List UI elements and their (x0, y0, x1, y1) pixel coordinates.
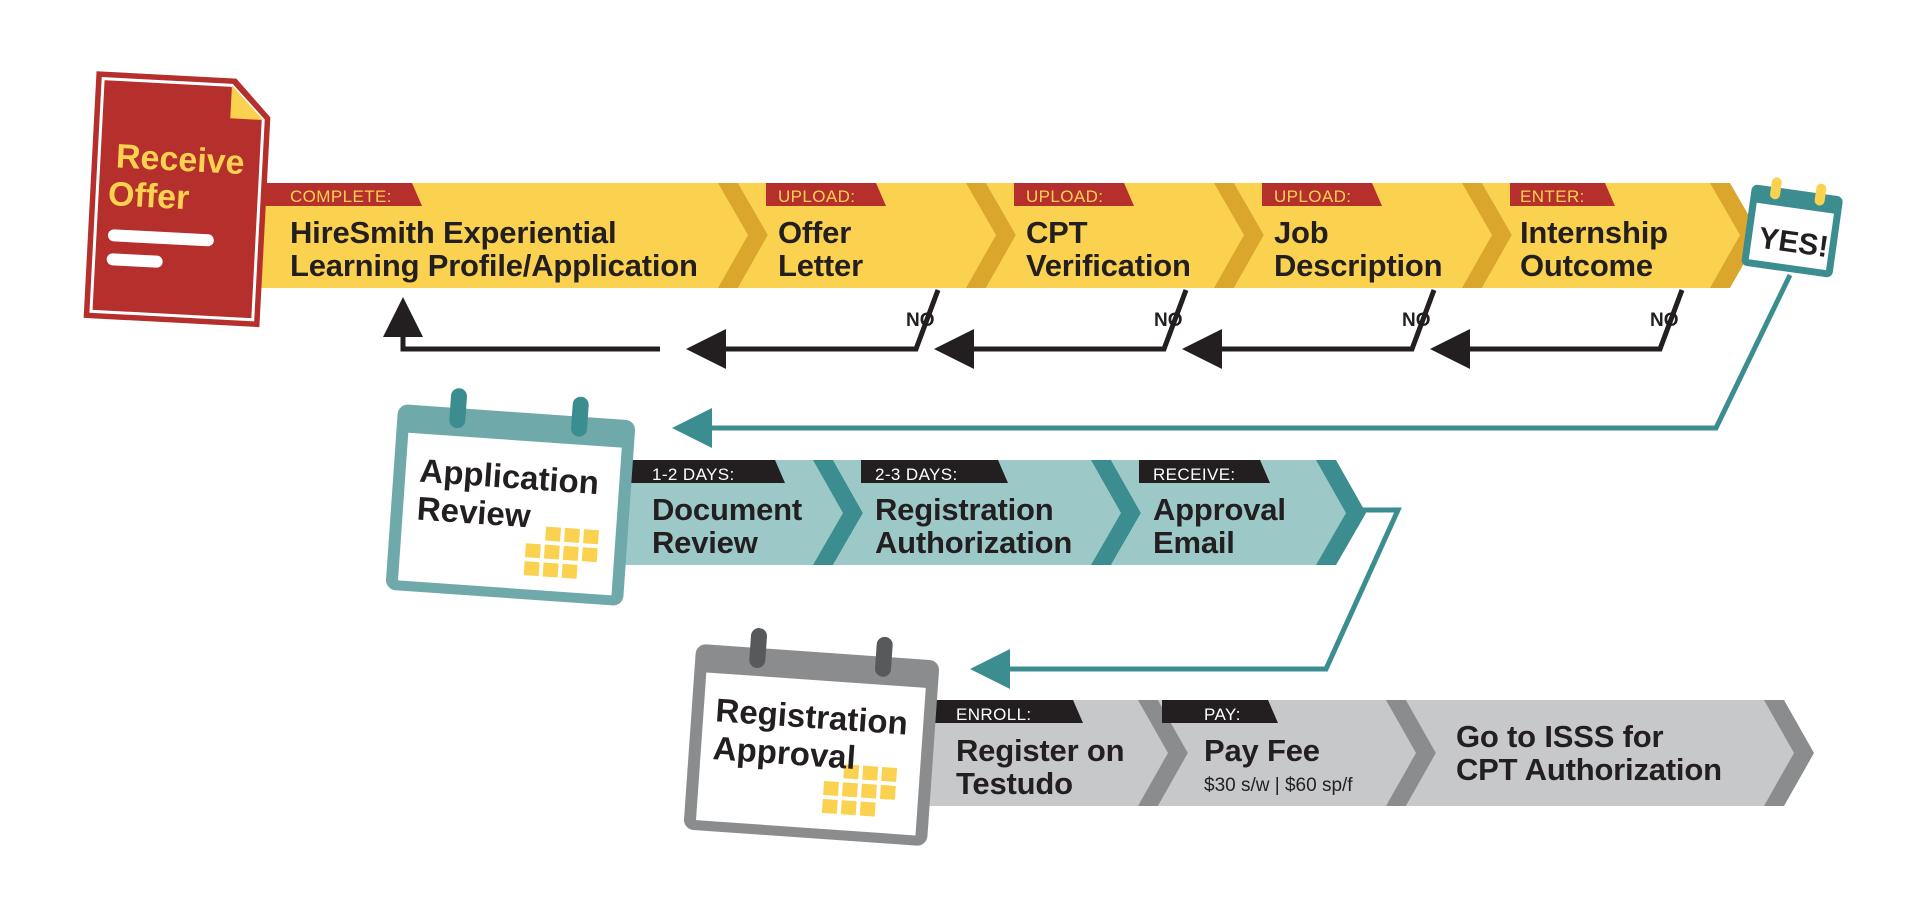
step-title-line1: Job (1274, 215, 1329, 250)
row1-band: COMPLETE: HireSmith Experiential Learnin… (255, 183, 1760, 288)
step-registration-authorization: 2-3 DAYS: Registration Authorization (833, 460, 1141, 565)
step-label: PAY: (1204, 705, 1241, 724)
step-label: COMPLETE: (290, 187, 392, 206)
step-title-line2: Learning Profile/Application (290, 248, 698, 283)
no-path-job (1182, 289, 1437, 369)
step-title-line1: Internship (1520, 215, 1668, 250)
step-title-line2: Email (1153, 525, 1235, 560)
step-internship-outcome: ENTER: Internship Outcome (1482, 183, 1760, 288)
receive-offer-document-icon: Receive Offer (83, 71, 271, 328)
step-title-line2: Testudo (956, 766, 1073, 801)
application-review-title-line2: Review (416, 490, 532, 535)
step-document-review: 1-2 DAYS: Document Review (600, 460, 863, 565)
step-title-line1: Document (652, 492, 802, 527)
no-label: NO (1650, 310, 1679, 331)
step-hiresmith: COMPLETE: HireSmith Experiential Learnin… (255, 183, 768, 288)
no-feedback-arrows (383, 289, 1685, 369)
calendar-grid-icon (523, 526, 599, 579)
yes-calendar-icon: YES! (1741, 177, 1843, 278)
step-title-line2: Outcome (1520, 248, 1653, 283)
no-path-to-step1 (383, 297, 660, 352)
yes-connector-arrow (672, 273, 1793, 448)
no-label: NO (1154, 310, 1183, 331)
step-job-description: UPLOAD: Job Description (1234, 183, 1512, 288)
step-title-line2: CPT Authorization (1456, 752, 1722, 787)
step-go-to-isss: Go to ISSS for CPT Authorization (1406, 700, 1814, 806)
step-label: ENTER: (1520, 187, 1585, 206)
step-label: RECEIVE: (1153, 465, 1236, 484)
no-path-cpt (934, 289, 1189, 369)
row3-band: ENROLL: Register on Testudo PAY: Pay Fee… (900, 700, 1814, 806)
step-label: UPLOAD: (1026, 187, 1103, 206)
step-title-line2: Letter (778, 248, 863, 283)
step-register-testudo: ENROLL: Register on Testudo (900, 700, 1188, 806)
receive-offer-title-line2: Offer (107, 175, 190, 217)
step-title-line1: Registration (875, 492, 1053, 527)
step-title-line1: Pay Fee (1204, 733, 1320, 768)
step-title-line1: CPT (1026, 215, 1088, 250)
step-label: UPLOAD: (778, 187, 855, 206)
no-label: NO (1402, 310, 1431, 331)
step-approval-email: RECEIVE: Approval Email (1111, 460, 1366, 565)
step-title-line1: Approval (1153, 492, 1286, 527)
no-label: NO (906, 310, 935, 331)
calendar-grid-icon (821, 764, 898, 817)
step-pay-fee: PAY: Pay Fee $30 s/w | $60 sp/f (1158, 700, 1436, 806)
step-fee-note: $30 s/w | $60 sp/f (1204, 775, 1353, 796)
step-title-line2: Authorization (875, 525, 1072, 560)
step-title-line2: Description (1274, 248, 1442, 283)
step-label: UPLOAD: (1274, 187, 1351, 206)
step-title-line2: Review (652, 525, 759, 560)
row2-band: 1-2 DAYS: Document Review 2-3 DAYS: Regi… (600, 460, 1366, 565)
no-path-offer (686, 289, 941, 369)
step-title-line1: Go to ISSS for (1456, 719, 1663, 754)
receive-offer-title-line1: Receive (115, 137, 245, 182)
step-title-line1: HireSmith Experiential (290, 215, 616, 250)
registration-approval-calendar-icon: Registration Approval (683, 628, 940, 846)
step-label: 2-3 DAYS: (875, 465, 958, 484)
step-cpt-verification: UPLOAD: CPT Verification (986, 183, 1264, 288)
step-title-line1: Register on (956, 733, 1124, 768)
approval-connector-arrow (970, 507, 1402, 689)
no-labels: NO NO NO NO (906, 310, 1679, 331)
step-offer-letter: UPLOAD: Offer Letter (738, 183, 1016, 288)
step-title-line1: Offer (778, 215, 851, 250)
step-title-line2: Verification (1026, 248, 1191, 283)
step-label: 1-2 DAYS: (652, 465, 735, 484)
no-path-outcome (1430, 289, 1685, 369)
application-review-calendar-icon: Application Review (385, 388, 636, 606)
step-label: ENROLL: (956, 705, 1032, 724)
